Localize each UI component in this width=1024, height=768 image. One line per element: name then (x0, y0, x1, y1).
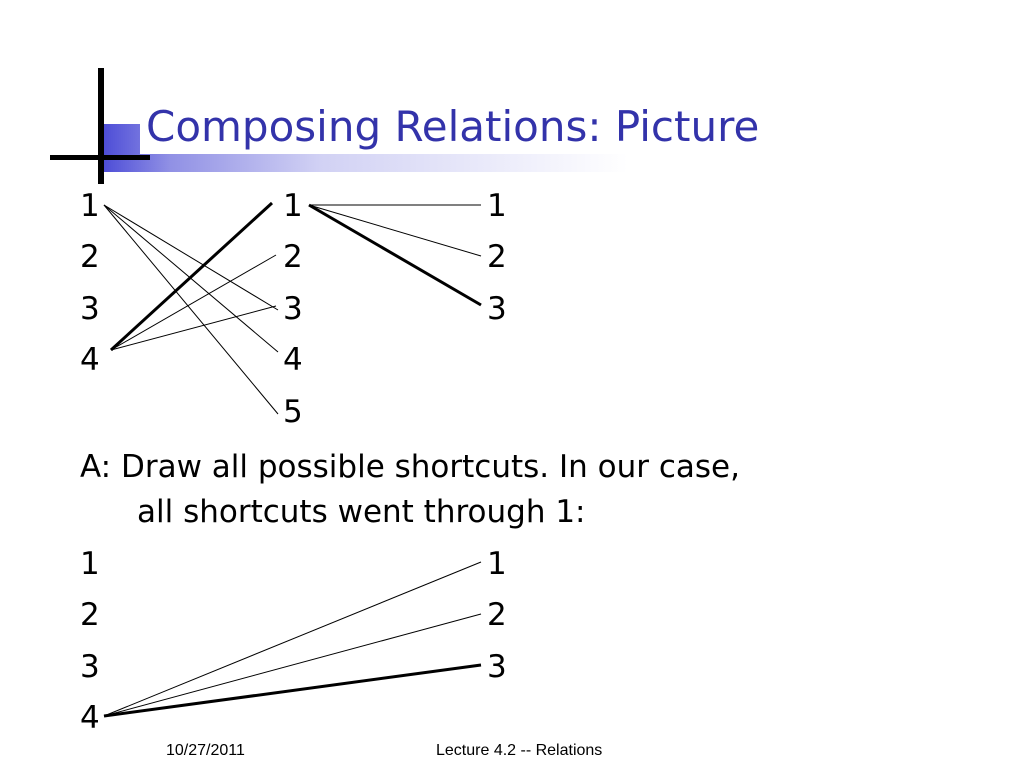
bottom-left-node-1: 1 (80, 546, 100, 582)
bottom-right-node-3: 3 (487, 649, 507, 685)
bottom-left-node-3: 3 (80, 649, 100, 685)
bottom-left-node-4: 4 (80, 700, 100, 736)
top-middle-node-5: 5 (283, 394, 303, 430)
edge-a1-b4 (103, 204, 279, 353)
top-right-node-2: 2 (487, 239, 507, 275)
top-middle-node-1: 1 (283, 188, 303, 224)
footer-course: Lecture 4.2 -- Relations (436, 742, 603, 759)
bottom-right-node-1: 1 (487, 546, 507, 582)
top-left-node-4: 4 (80, 342, 100, 378)
title-horizontal-rule (50, 155, 150, 160)
title-gradient-mask (140, 124, 980, 154)
edge-a4-b3 (110, 305, 277, 351)
edge-a4-b1 (109, 201, 274, 352)
top-middle-node-4: 4 (283, 342, 303, 378)
slide-title: Composing Relations: Picture (146, 102, 760, 151)
answer-line-1: A: Draw all possible shortcuts. In our c… (80, 449, 740, 485)
shortcut-a4-c1 (103, 561, 482, 717)
edge-a1-b3 (103, 204, 279, 311)
top-right-node-1: 1 (487, 188, 507, 224)
bottom-right-node-2: 2 (487, 597, 507, 633)
top-middle-node-3: 3 (283, 291, 303, 327)
edge-a4-b2 (110, 254, 277, 351)
top-left-node-1: 1 (80, 188, 100, 224)
shortcut-a4-c2 (103, 613, 482, 717)
top-right-node-3: 3 (487, 291, 507, 327)
edge-b1-c2 (308, 204, 482, 257)
bottom-left-node-2: 2 (80, 597, 100, 633)
answer-line-2: all shortcuts went through 1: (137, 494, 586, 530)
edge-b1-c3 (308, 203, 482, 307)
title-vertical-rule (98, 68, 104, 184)
edge-a1-b5 (103, 204, 279, 415)
top-left-node-2: 2 (80, 239, 100, 275)
top-left-node-3: 3 (80, 291, 100, 327)
top-middle-node-2: 2 (283, 239, 303, 275)
footer-date: 10/27/2011 (166, 742, 245, 759)
shortcut-a4-c3 (103, 663, 482, 718)
